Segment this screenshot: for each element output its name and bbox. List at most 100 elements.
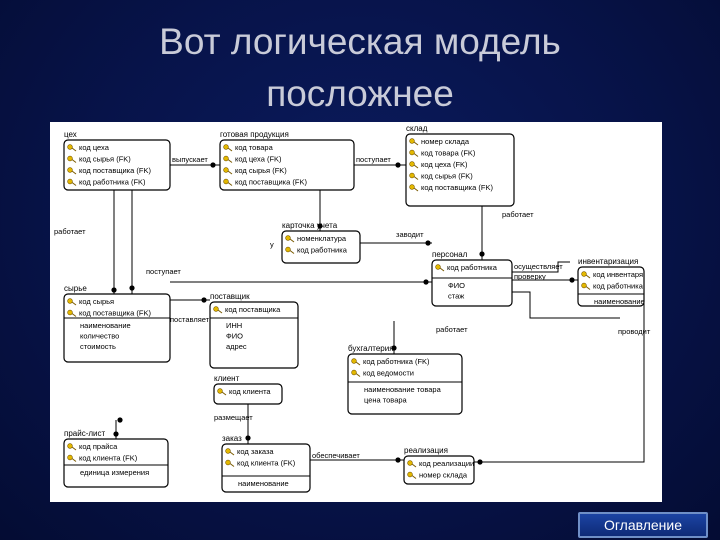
key-icon: [67, 144, 77, 152]
key-attribute: код заказа: [237, 447, 274, 456]
key-icon: [225, 459, 235, 467]
key-attribute: код цеха: [79, 143, 110, 152]
key-attribute: код товара: [235, 143, 274, 152]
key-attribute: код клиента (FK): [237, 459, 296, 468]
title-line-2: посложнее: [266, 73, 454, 114]
entity-zakaz[interactable]: заказ код заказа код клиента (FK) наименова…: [221, 434, 311, 493]
relationship-label: работает: [54, 227, 86, 236]
entity-title: реализация: [404, 446, 448, 455]
key-icon: [351, 369, 361, 377]
key-icon: [581, 282, 591, 290]
relationship-label: проводит: [618, 327, 651, 336]
key-icon: [223, 155, 233, 163]
entity-title: поставщик: [210, 292, 250, 301]
key-icon: [409, 172, 419, 180]
slide-title: Вот логическая модель посложнее: [0, 16, 720, 120]
entity-attribute: наименование: [80, 321, 131, 330]
entity-box: [63, 438, 169, 488]
key-attribute: код прайса: [79, 442, 118, 451]
entity-box: [219, 139, 355, 191]
entity-attribute: наименование: [238, 479, 289, 488]
relationship-label: осуществляет: [514, 262, 563, 271]
key-attribute: код работника: [297, 246, 348, 255]
key-attribute: код работника (FK): [79, 178, 146, 187]
key-attribute: код поставщика (FK): [79, 309, 151, 318]
relationship-dot: [117, 417, 123, 423]
entity-box: [281, 230, 361, 264]
key-attribute: код сырья (FK): [421, 172, 473, 181]
key-icon: [409, 149, 419, 157]
entity-title: карточка учета: [282, 221, 338, 230]
key-icon: [409, 138, 419, 146]
key-icon: [67, 155, 77, 163]
relationship-dot: [129, 285, 135, 291]
key-attribute: код цеха (FK): [421, 160, 468, 169]
entity-attribute: наименование: [594, 297, 645, 306]
entity-syrye[interactable]: сырье код сырья код поставщика (FK) наимено…: [63, 284, 171, 363]
key-icon: [223, 144, 233, 152]
key-attribute: код поставщика (FK): [421, 183, 493, 192]
key-attribute: номер склада: [421, 137, 470, 146]
relationship-dot: [569, 277, 575, 283]
relationship-label: у: [270, 240, 274, 249]
relationship-dot: [395, 162, 401, 168]
relationship-dot: [425, 240, 431, 246]
key-attribute: код сырья (FK): [235, 166, 287, 175]
relationship-dot: [479, 251, 485, 257]
entity-title: заказ: [222, 434, 242, 443]
key-icon: [67, 309, 77, 317]
entity-box: [405, 133, 515, 207]
key-attribute: код товара (FK): [421, 149, 476, 158]
entity-realizacia[interactable]: реализация код реализации номер склада: [403, 446, 475, 485]
key-attribute: код сырья (FK): [79, 155, 131, 164]
relationship-dot: [113, 431, 119, 437]
relationship-dot: [477, 459, 483, 465]
entity-attribute: стаж: [448, 292, 464, 301]
relationship-label: выпускает: [172, 155, 208, 164]
relationship-label: поступает: [146, 267, 181, 276]
entity-attribute: цена товара: [364, 396, 408, 405]
contents-button[interactable]: Оглавление: [578, 512, 708, 538]
key-icon: [285, 235, 295, 243]
entity-title: персонал: [432, 250, 468, 259]
relationship-label: размещает: [214, 413, 253, 422]
key-icon: [225, 448, 235, 456]
entity-title: склад: [406, 124, 428, 133]
key-attribute: код клиента: [229, 387, 271, 396]
relationship-dot: [317, 223, 323, 229]
key-attribute: номер склада: [419, 471, 468, 480]
entity-sklad[interactable]: склад номер склада код товара (FK) код цеха…: [405, 124, 515, 207]
key-icon: [409, 184, 419, 192]
key-icon: [67, 167, 77, 175]
key-icon: [581, 271, 591, 279]
relationship-label: работает: [502, 210, 534, 219]
key-icon: [213, 306, 223, 314]
key-attribute: код поставщика: [225, 305, 281, 314]
entity-attribute: адрес: [226, 342, 247, 351]
relationship-dot: [210, 162, 216, 168]
key-icon: [407, 460, 417, 468]
entity-attribute: ФИО: [226, 332, 243, 341]
key-attribute: код реализации: [419, 459, 474, 468]
entity-title: сырье: [64, 284, 87, 293]
key-icon: [67, 178, 77, 186]
entity-box: [63, 293, 171, 363]
entity-attribute: количество: [80, 332, 119, 341]
key-attribute: код сырья: [79, 297, 114, 306]
key-icon: [407, 471, 417, 479]
key-attribute: код цеха (FK): [235, 155, 282, 164]
key-icon: [409, 161, 419, 169]
relationship-dot: [111, 287, 117, 293]
entity-attribute: стоимость: [80, 342, 116, 351]
